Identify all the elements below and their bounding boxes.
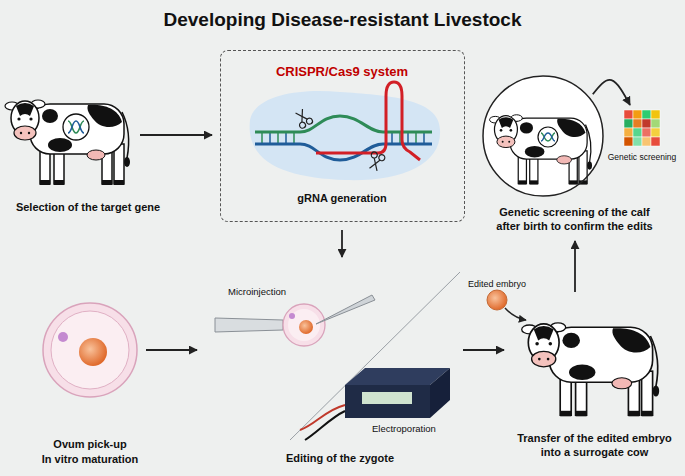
dna-rung <box>415 132 417 144</box>
transfer-illustration <box>487 290 659 416</box>
ovum-inner <box>51 311 129 389</box>
holding-pipette <box>215 318 283 332</box>
zygote <box>283 304 325 346</box>
zygote-inner <box>288 309 320 341</box>
heatmap-cell <box>651 119 660 128</box>
step-caption: Transfer of the edited embryo into a sur… <box>512 431 677 459</box>
heatmap-cell <box>633 137 642 146</box>
flow-arrow <box>463 349 504 351</box>
divider-line <box>290 272 460 440</box>
calf-illustration <box>482 75 604 197</box>
device-screen <box>362 392 412 404</box>
ovum-outer <box>43 303 137 397</box>
annotation-label: Microinjection <box>228 286 318 298</box>
surrogate-cow-drawing <box>522 323 660 417</box>
annotation-label: Edited embryo <box>468 278 540 290</box>
dashed-process-box: CRISPR/Cas9 system gRNA generation <box>220 50 465 222</box>
heatmap-cell <box>651 128 660 137</box>
heatmap-cell <box>633 110 642 119</box>
step-caption: gRNA generation <box>221 191 463 205</box>
crispr-illustration <box>250 82 440 180</box>
embryo <box>487 290 507 310</box>
injection-needle <box>316 295 375 324</box>
step-panel: Selection of the target gene <box>10 72 132 194</box>
step-caption: Genetic screening <box>597 150 685 164</box>
scissors-icon <box>367 151 386 172</box>
heatmap-cell <box>624 137 633 146</box>
ovum-panel: Ovum pick-upIn vitro maturation <box>42 302 138 398</box>
heatmap-cell <box>633 128 642 137</box>
dna-rung <box>391 132 393 144</box>
heatmap-cell <box>642 110 651 119</box>
device-front <box>345 385 430 418</box>
flow-arrow <box>593 80 630 105</box>
dna-rung <box>423 132 425 144</box>
dna-rung <box>407 132 409 144</box>
heatmap-cell <box>624 110 633 119</box>
flow-arrow <box>341 230 343 257</box>
flow-arrow <box>574 241 576 292</box>
diagram-title: Developing Disease-resistant Livestock <box>0 9 685 31</box>
box-heading: CRISPR/Cas9 system <box>221 65 463 79</box>
heatmap-cell <box>642 128 651 137</box>
dna-badge <box>538 127 558 147</box>
cell-blob <box>250 91 440 180</box>
step-caption: Ovum pick-up <box>20 437 160 451</box>
dna-rung <box>277 132 279 144</box>
annotation-label: Electroporation <box>372 423 462 435</box>
calf-drawing <box>490 115 592 185</box>
cow-drawing <box>5 100 130 185</box>
polar-body <box>58 332 68 342</box>
heatmap-cell <box>651 110 660 119</box>
dna-rung <box>293 132 295 144</box>
transfer-arrow <box>505 308 526 320</box>
screening-circle: Genetic screening of the calf after birt… <box>482 75 604 197</box>
step-caption: Genetic screening of the calf after birt… <box>492 205 657 233</box>
dna-strand <box>255 116 432 132</box>
flow-arrow <box>140 134 212 136</box>
dna-rung <box>285 132 287 144</box>
dna-rung <box>261 132 263 144</box>
dna-strand <box>68 121 84 133</box>
circle-outline-layer <box>482 75 604 197</box>
ovum-illustration <box>43 303 137 397</box>
screening-heatmap <box>624 110 660 146</box>
screening-grid: Genetic screening <box>624 110 660 146</box>
heatmap-cell <box>633 119 642 128</box>
dna-strand <box>541 133 555 141</box>
device-side <box>430 368 450 418</box>
step-caption: Selection of the target gene <box>8 200 168 214</box>
transfer-panel: Transfer of the edited embryo into a sur… <box>512 300 677 425</box>
heatmap-cell <box>624 128 633 137</box>
flow-arrow <box>146 349 197 351</box>
dna-badge <box>63 114 89 140</box>
polar-body <box>289 313 295 319</box>
step-caption: Editing of the zygote <box>265 451 415 465</box>
dna-rung <box>269 132 271 144</box>
heatmap-cell <box>651 137 660 146</box>
grna-strand <box>316 82 420 160</box>
circle-fill <box>482 75 604 197</box>
cow-illustration <box>5 100 130 185</box>
heatmap-cell <box>642 119 651 128</box>
zygote-illustration <box>215 272 460 440</box>
circle-outline <box>483 76 603 196</box>
heatmap-cell <box>624 119 633 128</box>
ovum-nucleus <box>79 338 107 366</box>
heatmap-cell <box>642 137 651 146</box>
dna-strand <box>541 133 555 141</box>
dna-strand <box>68 121 84 133</box>
step-caption: In vitro maturation <box>20 452 160 466</box>
scissors-icon <box>293 108 314 130</box>
zygote-nucleus <box>299 320 313 334</box>
device-cable <box>305 411 345 440</box>
